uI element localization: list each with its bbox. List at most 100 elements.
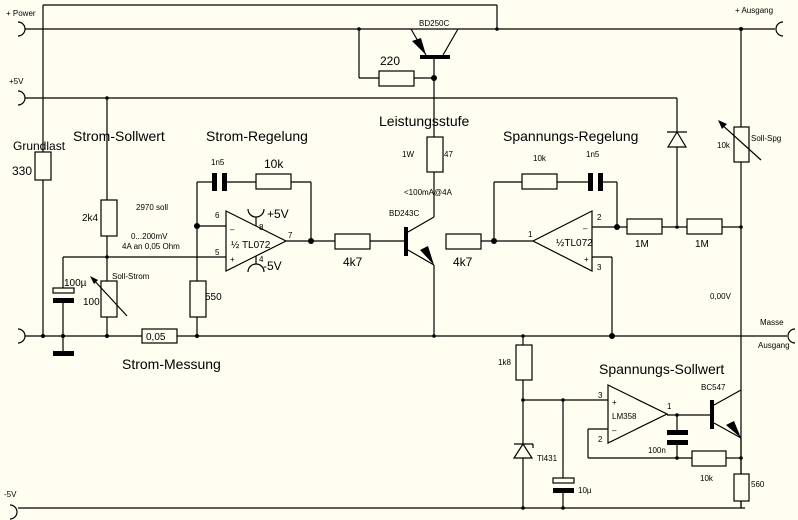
plus-sign-c: + [612, 398, 617, 407]
label-tl431: Tl431 [537, 454, 558, 463]
label-opamp-b: ½TL072 [556, 238, 593, 249]
ground-symbol [53, 351, 74, 356]
potentiometer-soll-spg[interactable] [733, 126, 750, 163]
rail-power [17, 4, 775, 152]
pin-3-b: 3 [597, 263, 602, 272]
note-2970-soll: 2970 soll [136, 203, 168, 212]
opamp-tl072-b [531, 210, 593, 272]
label-opamp-a: ½ TL072 [231, 240, 271, 251]
label-grundlast-value: 330 [12, 164, 32, 178]
plus-sign-b: + [584, 255, 589, 264]
note-range: 0...200mV [131, 232, 168, 241]
note-shunt: 4A an 0,05 Ohm [122, 242, 180, 251]
label-cap-100u: 100µ [64, 278, 87, 289]
pin-3-c: 3 [598, 391, 603, 400]
label-lm358: LM358 [612, 412, 637, 421]
section-strom-sollwert: Strom-Sollwert [73, 128, 165, 144]
opamp-lm358 [607, 384, 669, 444]
note-current: <100mA@4A [404, 188, 453, 197]
pin-1-b: 1 [528, 230, 533, 239]
label-bc547: BC547 [701, 383, 726, 392]
pin-8: 8 [259, 223, 264, 232]
minus-sign-c: – [612, 426, 617, 435]
minus-sign-a: – [230, 225, 235, 234]
label-shunt: 0,05 [146, 332, 166, 343]
resistor-shunt [141, 328, 178, 344]
label-10k-a: 10k [264, 157, 284, 171]
pin-2-c: 2 [598, 435, 603, 444]
terminal-ausgang-plus[interactable] [775, 21, 784, 37]
label-soll-strom: Soll-Strom [112, 272, 150, 281]
label-1m-b: 1M [695, 239, 709, 250]
section-strom-regelung: Strom-Regelung [206, 128, 308, 144]
label-pot-10k: 10k [717, 141, 731, 150]
capacitor-1n5-b [588, 173, 593, 191]
label-100n: 100n [648, 446, 666, 455]
label-1n5-b: 1n5 [586, 150, 600, 159]
pin-5: 5 [215, 248, 220, 257]
resistor-10k-c [691, 450, 727, 467]
pin-4: 4 [259, 255, 264, 264]
resistor-1m-b [686, 218, 723, 235]
label-bd243c: BD243C [389, 209, 419, 218]
plus-sign-a: + [230, 255, 235, 264]
section-leistungsstufe: Leistungsstufe [379, 113, 469, 129]
resistor-4k7-b [445, 233, 482, 250]
label-10k-b: 10k [533, 154, 547, 163]
rail-minus-5v [9, 504, 745, 520]
label-10u: 10µ [578, 486, 592, 495]
label-soll-spg: Soll-Spg [751, 134, 781, 143]
supply-pin-positive [247, 208, 265, 218]
label-ausgang-plus: + Ausgang [735, 6, 773, 15]
terminal-5v-plus[interactable] [17, 90, 26, 106]
resistor-550 [189, 280, 207, 318]
resistor-2k4 [100, 199, 118, 237]
resistor-47 [426, 136, 444, 173]
label-5v-minus: -5V [4, 490, 17, 499]
transistor-bd243c [404, 227, 408, 256]
capacitor-10u-plate [552, 477, 575, 484]
terminal-power-plus[interactable] [17, 21, 26, 37]
label-ausgang: Ausgang [758, 341, 790, 350]
section-spannungs-regelung: Spannungs-Regelung [503, 128, 638, 144]
label-pot-100: 100 [83, 297, 100, 308]
label-1n5-a: 1n5 [211, 158, 225, 167]
label-220: 220 [380, 54, 400, 68]
resistor-10k-a [255, 173, 292, 190]
label-47-power: 1W [402, 150, 414, 159]
label-2k4: 2k4 [82, 213, 99, 224]
note-0v: 0,00V [710, 292, 732, 301]
label-10k-c: 10k [700, 474, 714, 483]
label-550: 550 [205, 292, 222, 303]
label-560: 560 [751, 480, 765, 489]
capacitor-100u-plate [52, 287, 75, 294]
label-supply-pos: +5V [267, 207, 289, 221]
resistor-4k7-a [334, 233, 371, 250]
label-bd250c: BD250C [419, 19, 449, 28]
capacitor-10u [553, 488, 574, 493]
resistor-1k8 [515, 344, 533, 381]
label-47: 47 [444, 150, 453, 159]
rail-ground [17, 328, 796, 344]
terminal-ground-left[interactable] [17, 328, 26, 344]
label-1k8: 1k8 [498, 358, 511, 367]
resistor-grundlast [34, 151, 52, 181]
transistor-bd250c [420, 55, 450, 59]
label-4k7-b: 4k7 [453, 255, 473, 269]
label-1m-a: 1M [635, 239, 649, 250]
terminal-5v-minus[interactable] [9, 504, 18, 520]
resistor-220 [378, 70, 415, 87]
label-4k7-a: 4k7 [343, 255, 363, 269]
section-strom-messung: Strom-Messung [122, 356, 221, 372]
terminal-masse[interactable] [787, 328, 796, 344]
resistor-10k-b [521, 173, 558, 190]
resistor-560 [733, 473, 750, 502]
supply-pin-negative [247, 263, 265, 273]
label-supply-neg: -5V [263, 259, 282, 273]
capacitor-100n [667, 430, 688, 435]
label-5v-plus: +5V [9, 77, 24, 86]
pin-7: 7 [288, 231, 293, 240]
potentiometer-soll-strom[interactable] [100, 280, 118, 318]
